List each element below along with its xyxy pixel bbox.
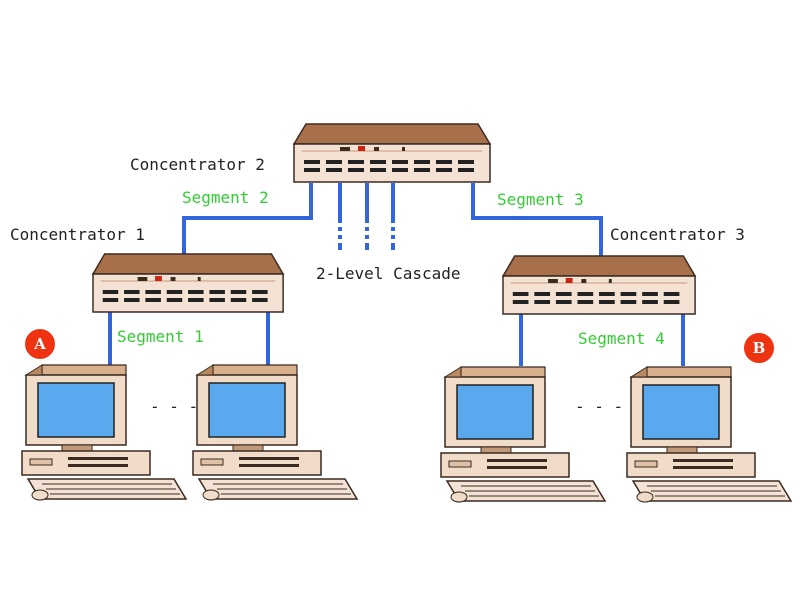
segment-2-label: Segment 2	[182, 188, 269, 207]
concentrator-1-icon	[92, 253, 284, 313]
badge-a-label: A	[33, 335, 46, 353]
concentrator-2-icon	[293, 123, 491, 183]
cascade-label: 2-Level Cascade	[316, 264, 461, 283]
concentrator-1-label: Concentrator 1	[10, 225, 145, 244]
concentrator-2-label: Concentrator 2	[130, 155, 265, 174]
badge-b-icon: B	[744, 333, 774, 363]
badge-b-label: B	[753, 339, 766, 357]
segment-4-label: Segment 4	[578, 329, 665, 348]
segment-1-label: Segment 1	[117, 327, 204, 346]
ellipsis-right: - - -	[575, 397, 623, 416]
cable-segment-3	[471, 183, 603, 256]
ellipsis-left: - - -	[150, 397, 198, 416]
badge-a-icon: A	[25, 329, 55, 359]
concentrator-3-label: Concentrator 3	[610, 225, 745, 244]
segment-3-label: Segment 3	[497, 190, 584, 209]
computer-icon	[192, 364, 358, 501]
concentrator-3-icon	[502, 255, 696, 315]
computer-icon	[626, 366, 792, 503]
cables	[108, 183, 685, 366]
cable-segment-2	[182, 183, 313, 254]
computer-icon	[21, 364, 187, 501]
computer-icon	[440, 366, 606, 503]
